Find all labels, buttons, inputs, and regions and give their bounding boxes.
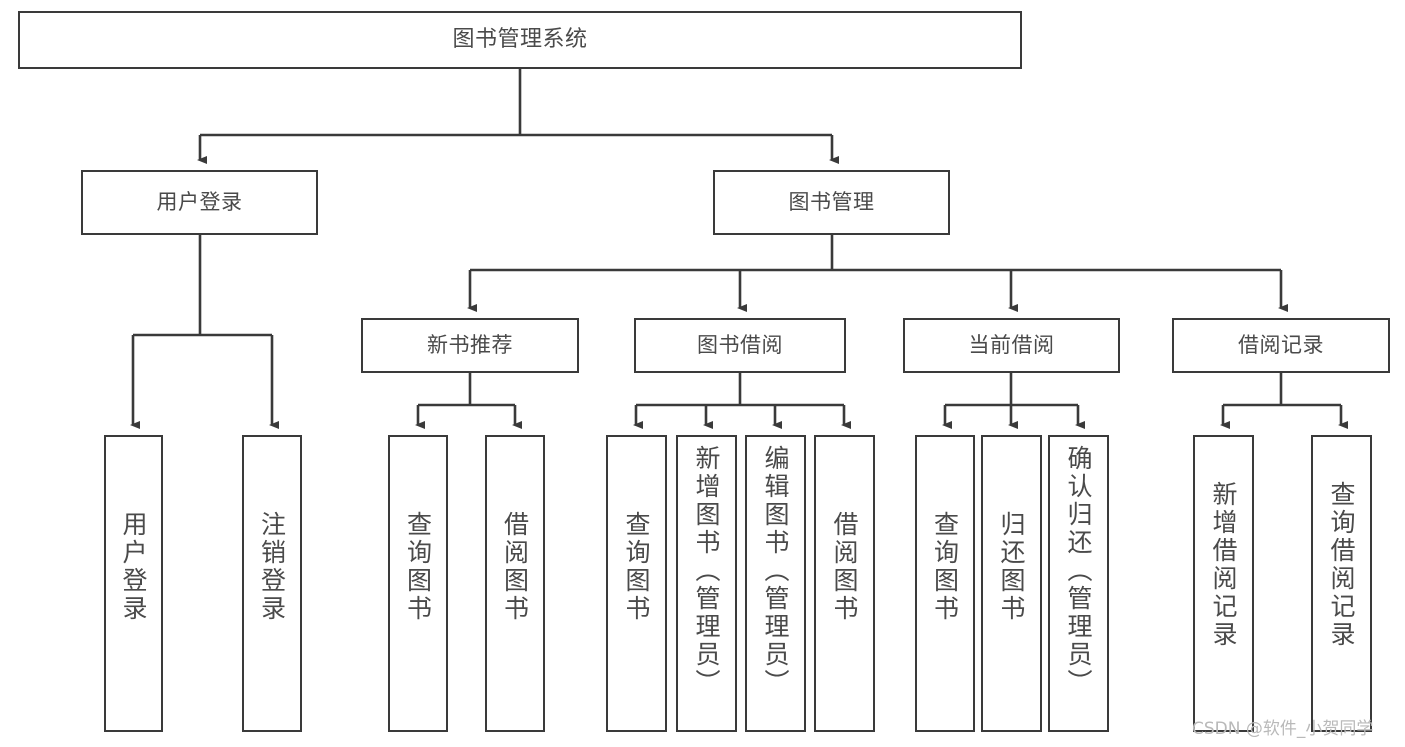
node-label: 查询图书	[622, 511, 651, 623]
node-book-management[interactable]: 图书管理	[713, 170, 950, 235]
leaf-current-borrow-return-book[interactable]: 归还图书	[981, 435, 1042, 732]
node-label: 图书管理	[788, 189, 875, 214]
node-current-borrow[interactable]: 当前借阅	[903, 318, 1120, 373]
node-root-system[interactable]: 图书管理系统	[18, 11, 1022, 69]
leaf-user-login-logout[interactable]: 注销登录	[242, 435, 302, 732]
node-label: 借阅记录	[1238, 332, 1324, 357]
watermark: CSDN @软件_小贺同学	[1192, 719, 1374, 739]
node-label: 新增借阅记录	[1209, 481, 1238, 649]
node-label: 查询借阅记录	[1327, 481, 1356, 649]
node-label: 用户登录	[156, 189, 243, 214]
node-label: 新书推荐	[427, 332, 513, 357]
leaf-book-borrow-query-book[interactable]: 查询图书	[606, 435, 667, 732]
leaf-user-login-login[interactable]: 用户登录	[104, 435, 163, 732]
node-label: 图书管理系统	[452, 26, 588, 52]
leaf-current-borrow-query-book[interactable]: 查询图书	[915, 435, 975, 732]
leaf-borrow-record-add-record[interactable]: 新增借阅记录	[1193, 435, 1254, 732]
node-label: 查询图书	[403, 511, 433, 623]
node-label: 确认归还（管理员）	[1064, 445, 1093, 697]
node-label: 新增图书（管理员）	[692, 445, 721, 697]
leaf-book-borrow-borrow-book[interactable]: 借阅图书	[814, 435, 875, 732]
node-label: 图书借阅	[697, 332, 783, 357]
node-label: 编辑图书（管理员）	[761, 445, 790, 697]
node-label: 借阅图书	[500, 511, 530, 623]
node-new-book-recommend[interactable]: 新书推荐	[361, 318, 579, 373]
node-label: 用户登录	[119, 511, 148, 623]
leaf-new-book-query-book[interactable]: 查询图书	[388, 435, 448, 732]
node-label: 归还图书	[997, 511, 1026, 623]
node-label: 注销登录	[257, 511, 287, 623]
node-book-borrow[interactable]: 图书借阅	[634, 318, 846, 373]
leaf-book-borrow-add-book-admin[interactable]: 新增图书（管理员）	[676, 435, 737, 732]
node-label: 查询图书	[930, 511, 960, 623]
node-label: 当前借阅	[968, 332, 1055, 357]
leaf-current-borrow-confirm-return-admin[interactable]: 确认归还（管理员）	[1048, 435, 1109, 732]
node-borrow-record[interactable]: 借阅记录	[1172, 318, 1390, 373]
node-user-login[interactable]: 用户登录	[81, 170, 318, 235]
leaf-new-book-borrow-book[interactable]: 借阅图书	[485, 435, 545, 732]
leaf-borrow-record-query-record[interactable]: 查询借阅记录	[1311, 435, 1372, 732]
leaf-book-borrow-edit-book-admin[interactable]: 编辑图书（管理员）	[745, 435, 806, 732]
node-label: 借阅图书	[830, 511, 859, 623]
